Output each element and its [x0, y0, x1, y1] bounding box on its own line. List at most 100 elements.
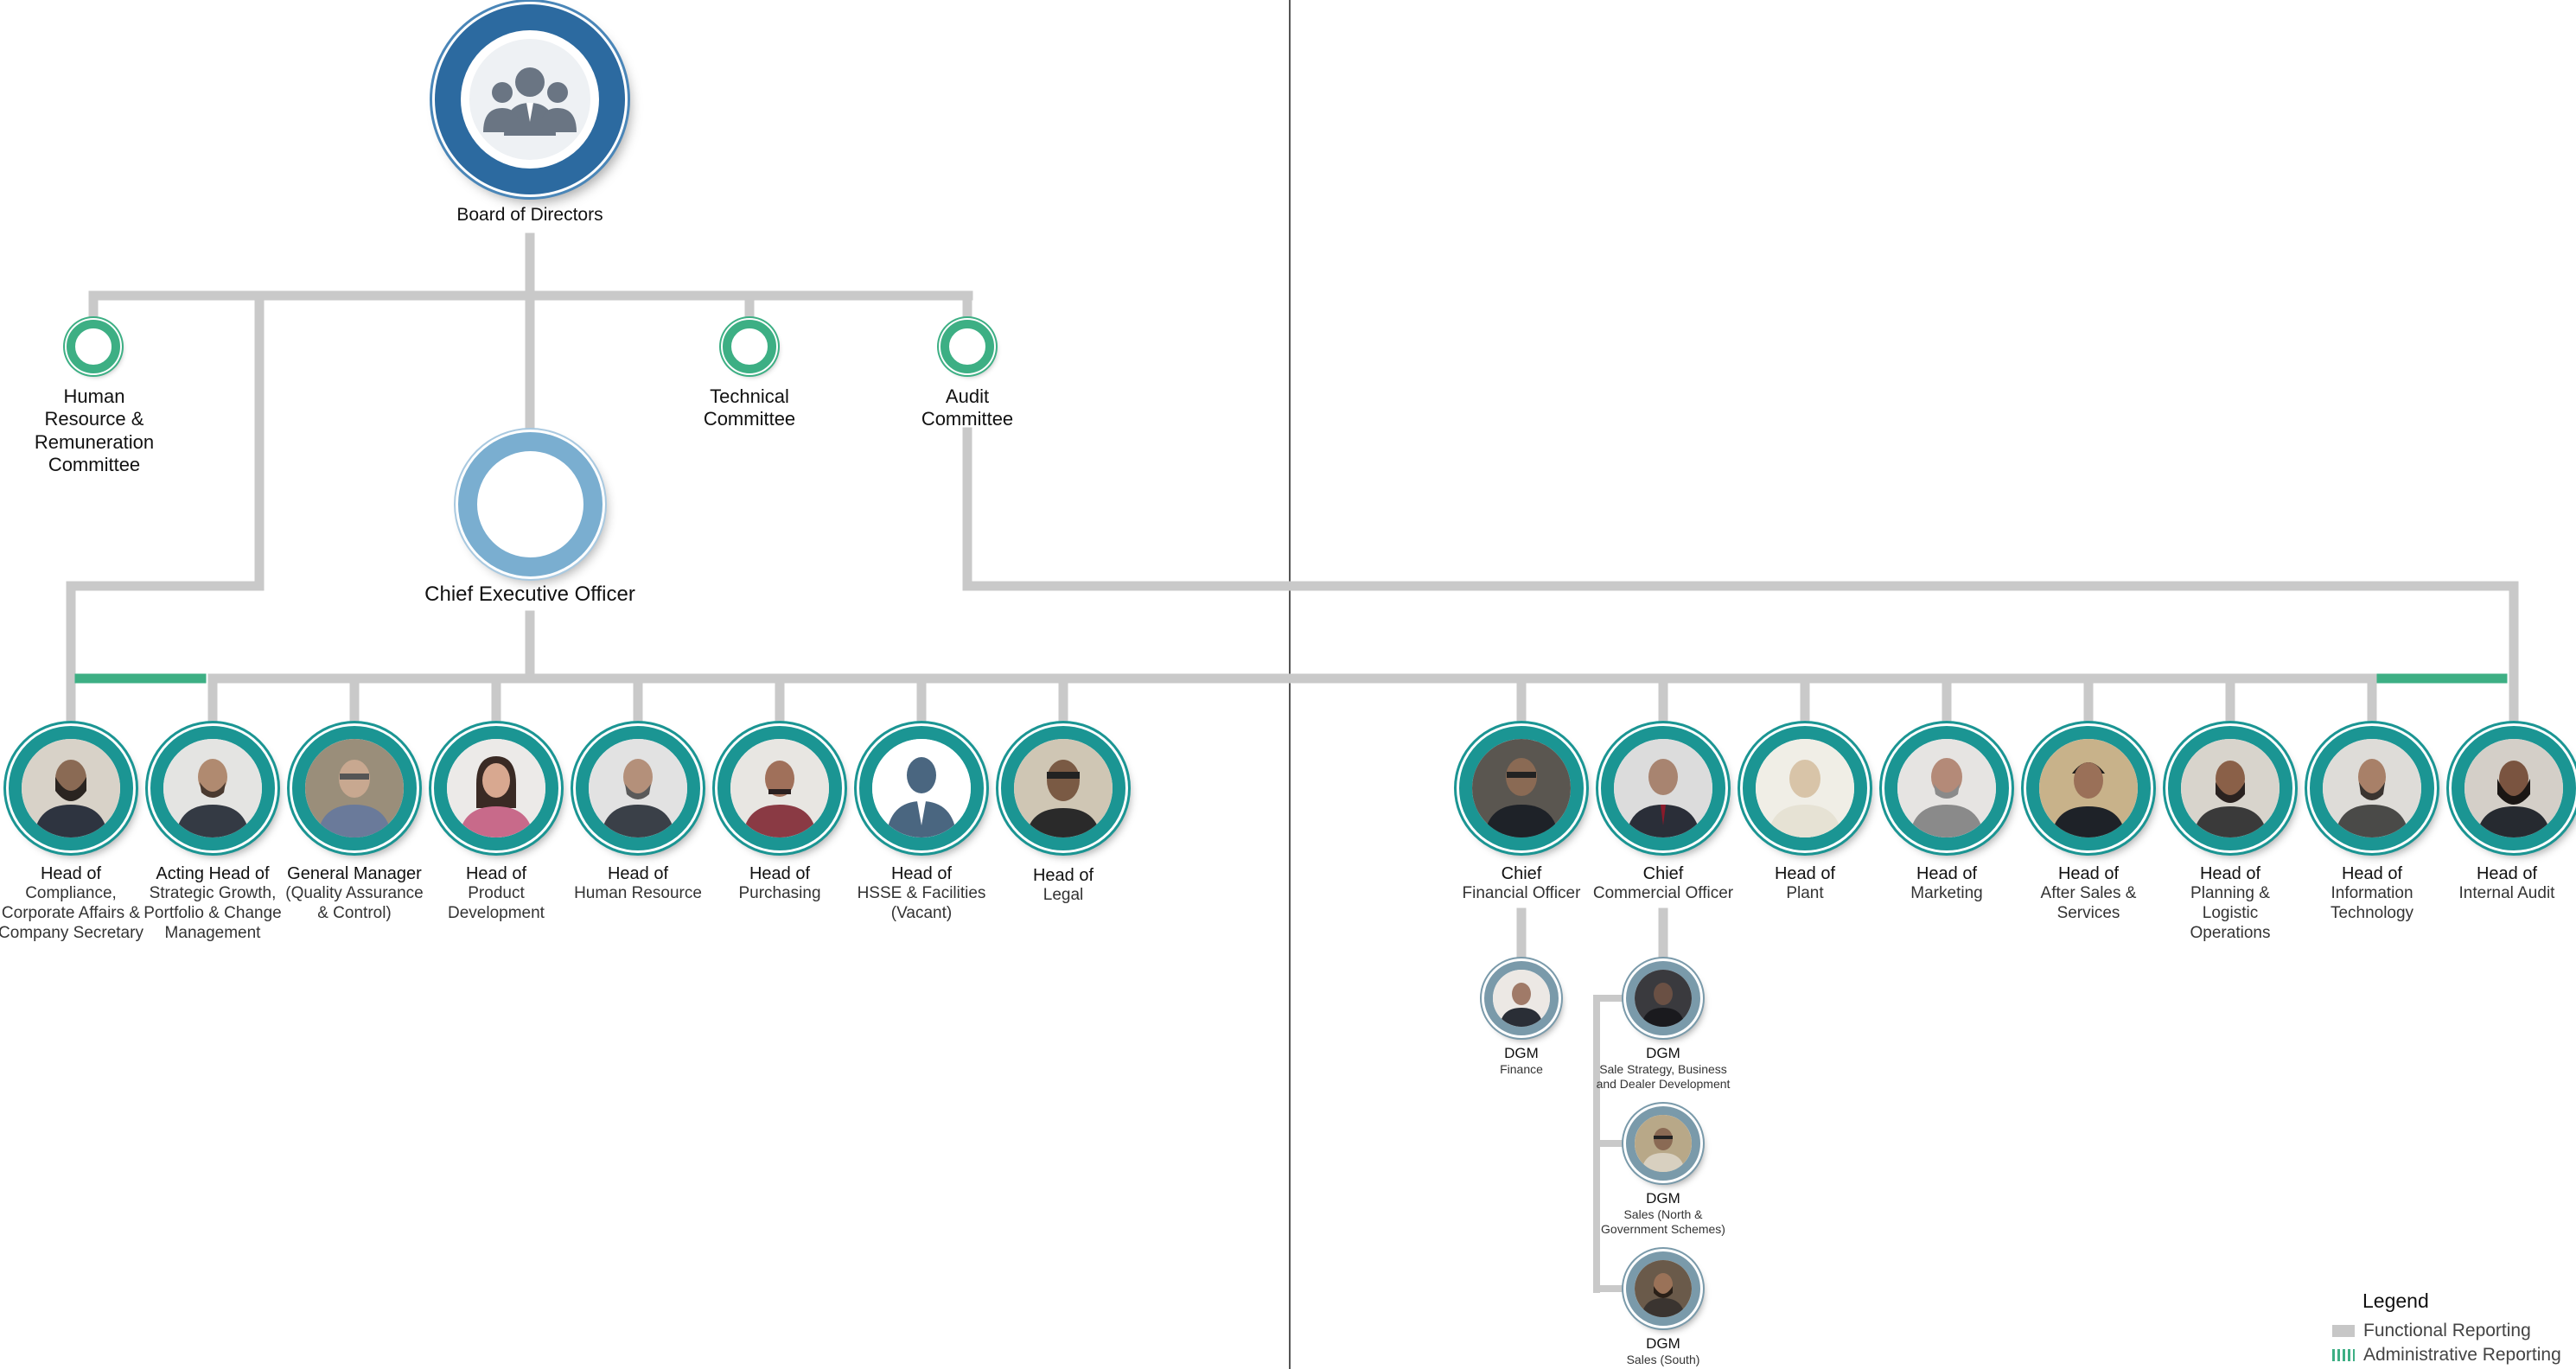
committee-hr-line-4: Committee [48, 454, 141, 476]
label-dgm-sale-strategy: DGM Sale Strategy, Business and Dealer D… [1585, 1045, 1741, 1092]
label-title: Chief [1501, 864, 1542, 883]
label-sub-1: Compliance, [25, 884, 117, 902]
avatar-head-purchasing [717, 726, 842, 850]
label-sub-1: Plant [1786, 884, 1824, 902]
label-head-purchasing: Head of Purchasing [711, 863, 849, 904]
label-head-internal-audit: Head of Internal Audit [2438, 863, 2576, 904]
label-sub-1: Human Resource [574, 884, 702, 902]
label-sub-2: Development [448, 903, 545, 922]
label-sub-1: Sales (South) [1626, 1353, 1700, 1367]
label-sub-1: Planning & [2190, 884, 2270, 902]
committee-audit-label: Audit Committee [881, 385, 1054, 431]
label-cfo: Chief Financial Officer [1452, 863, 1591, 904]
label-sub-2: Logistic [2202, 903, 2259, 922]
label-head-legal: Head of Legal [994, 865, 1132, 906]
avatar-acting-head-strategic-growth [150, 726, 275, 850]
label-sub-2: Government Schemes) [1601, 1222, 1725, 1237]
label-title: Head of [749, 864, 811, 883]
legend-swatch-functional [2332, 1325, 2355, 1337]
committee-hr-circle [67, 320, 120, 373]
label-cco: Chief Commercial Officer [1590, 863, 1737, 904]
legend-swatch-administrative [2332, 1349, 2355, 1361]
label-title: Head of [1032, 866, 1094, 885]
avatar-head-after-sales [2026, 726, 2151, 850]
label-title: Head of [607, 864, 669, 883]
label-head-compliance: Head of Compliance, Corporate Affairs & … [0, 863, 144, 943]
label-sub-2: Services [2056, 903, 2120, 922]
group-people-icon [469, 39, 590, 160]
label-title: DGM [1646, 1190, 1680, 1207]
person-photo [1897, 739, 1996, 837]
label-title: Head of [2476, 864, 2538, 883]
legend-title: Legend [2362, 1289, 2429, 1312]
label-sub-2: Portfolio & Change [143, 903, 282, 922]
avatar-head-planning [2168, 726, 2292, 850]
person-photo [1756, 739, 1854, 837]
label-sub-1: Financial Officer [1462, 884, 1581, 902]
committee-technical-circle [723, 320, 776, 373]
label-sub-1: Purchasing [738, 884, 821, 902]
avatar-head-legal [1001, 726, 1125, 850]
person-photo [730, 739, 829, 837]
label-title: Head of [890, 864, 953, 883]
label-sub-1: HSSE & Facilities [857, 884, 986, 902]
avatar-head-compliance [9, 726, 133, 850]
avatar-dgm-finance [1484, 961, 1559, 1035]
committee-technical-line-1: Technical [710, 385, 789, 407]
label-title: DGM [1646, 1335, 1680, 1352]
label-title: Head of [40, 864, 102, 883]
label-title: Head of [465, 864, 527, 883]
label-sub-1: Information [2331, 884, 2413, 902]
label-sub-1: Sale Strategy, Business [1599, 1062, 1727, 1077]
committee-audit-line-1: Audit [945, 385, 990, 407]
committee-audit-circle [940, 320, 994, 373]
label-title: Head of [2057, 864, 2120, 883]
person-photo [2181, 739, 2280, 837]
person-photo [589, 739, 687, 837]
committee-audit-line-2: Committee [921, 408, 1014, 430]
label-sub-2: Corporate Affairs & [1, 903, 141, 922]
committee-hr-line-3: Remuneration [34, 430, 155, 453]
label-sub-1: Sales (North & [1623, 1207, 1703, 1222]
label-sub-2: (Vacant) [890, 903, 953, 922]
person-photo [2464, 739, 2563, 837]
person-photo [305, 739, 404, 837]
label-title: Acting Head of [156, 864, 270, 883]
label-head-marketing: Head of Marketing [1878, 863, 2016, 904]
person-photo [1614, 739, 1712, 837]
label-dgm-sales-south: DGM Sales (South) [1585, 1335, 1741, 1367]
avatar-dgm-sale-strategy [1626, 961, 1700, 1035]
avatar-head-product-development [434, 726, 558, 850]
committee-hr-line-1: Human [63, 385, 125, 407]
label-dgm-sales-north: DGM Sales (North & Government Schemes) [1585, 1190, 1741, 1237]
board-avatar [435, 4, 625, 194]
label-title: Head of [2341, 864, 2403, 883]
avatar-dgm-sales-south [1626, 1251, 1700, 1326]
avatar-head-it [2310, 726, 2434, 850]
label-head-it: Head of Information Technology [2303, 863, 2441, 924]
label-sub-1: Product [468, 884, 525, 902]
label-sub-1: Strategic Growth, [149, 884, 277, 902]
person-photo [1472, 739, 1571, 837]
label-sub-2: Technology [2330, 903, 2414, 922]
person-photo [2039, 739, 2138, 837]
label-sub-3: Operations [2190, 923, 2271, 942]
label-sub-3: Company Secretary [0, 923, 143, 942]
label-dgm-finance: DGM Finance [1452, 1045, 1591, 1077]
person-photo [1635, 970, 1692, 1027]
person-photo [1014, 739, 1113, 837]
label-head-product-development: Head of Product Development [427, 863, 565, 924]
committee-hr-label: Human Resource & Remuneration Committee [0, 385, 188, 477]
legend-label-functional: Functional Reporting [2363, 1321, 2531, 1340]
label-acting-head-strategic-growth: Acting Head of Strategic Growth, Portfol… [143, 863, 282, 943]
label-head-planning: Head of Planning & Logistic Operations [2161, 863, 2299, 943]
label-sub-1: Legal [1043, 886, 1084, 904]
label-sub-3: Management [164, 923, 261, 942]
person-photo [2323, 739, 2421, 837]
label-title: Head of [1774, 864, 1836, 883]
label-title: DGM [1504, 1045, 1539, 1061]
avatar-gm-quality [292, 726, 417, 850]
label-head-human-resource: Head of Human Resource [569, 863, 707, 904]
label-title: General Manager [287, 864, 422, 883]
